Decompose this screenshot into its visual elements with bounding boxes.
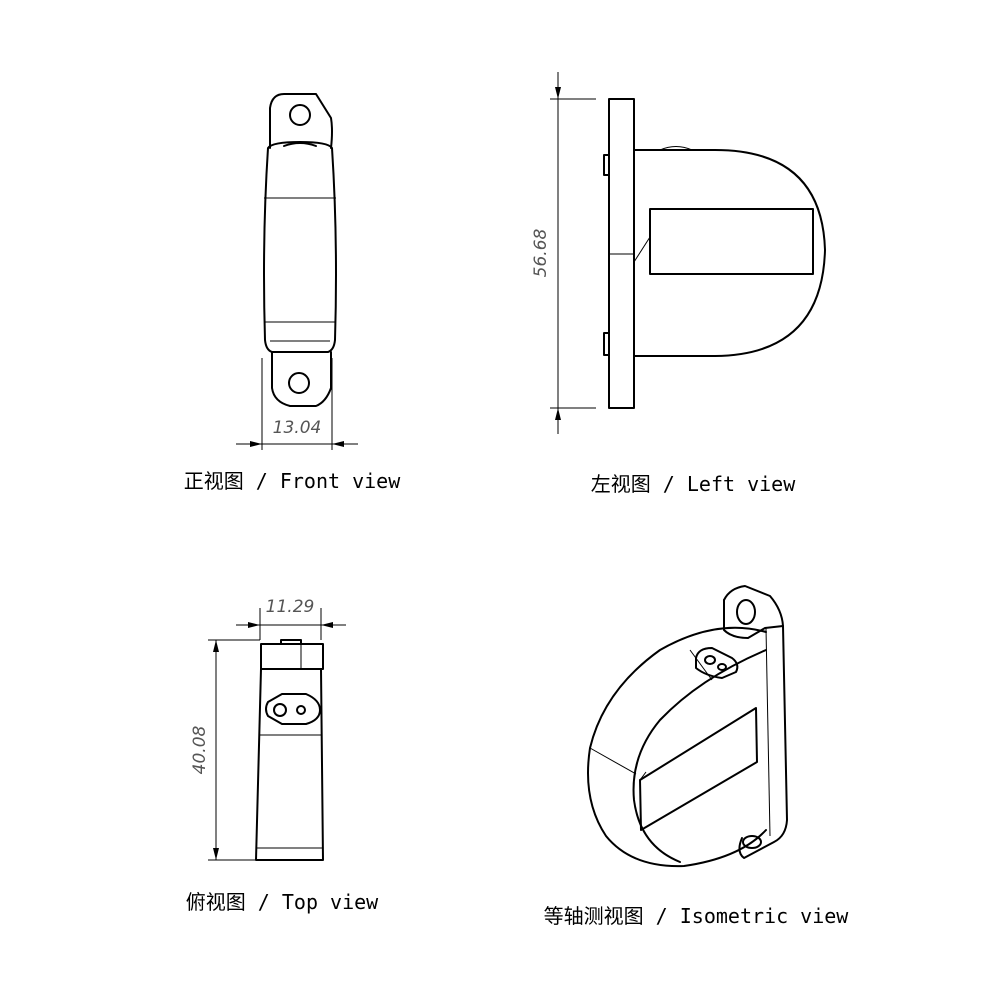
iso-mount-top-edge (723, 599, 784, 639)
top-dimension-height-label: 40.08 (190, 725, 210, 774)
top-dimension-width-label: 11.29 (266, 597, 315, 617)
front-dimension-label: 13.04 (273, 418, 322, 438)
top-dim-arrow-top (213, 640, 219, 652)
isometric-view (587, 585, 788, 868)
top-boss-hole-2 (296, 705, 306, 715)
left-window-edge (633, 236, 651, 263)
front-view: 13.04 (236, 93, 358, 450)
left-top-bump (659, 146, 693, 151)
iso-dome-front (632, 649, 767, 863)
top-dim-arrow-bottom (213, 848, 219, 860)
left-view-caption: 左视图 / Left view (591, 472, 796, 496)
iso-dome-outer (587, 626, 767, 868)
top-boss-hole-1 (273, 703, 287, 717)
left-dim-arrow-bottom (555, 408, 561, 420)
iso-top-boss (695, 647, 739, 679)
isometric-view-caption: 等轴测视图 / Isometric view (544, 904, 850, 928)
front-top-lug (269, 93, 333, 149)
top-cap (260, 643, 324, 670)
iso-window (639, 707, 758, 831)
iso-window-edge (639, 771, 647, 781)
iso-boss-line (689, 649, 713, 681)
left-dim-arrow-top (555, 87, 561, 99)
iso-mount-bottom-hole (742, 835, 762, 849)
top-boss-plate (265, 693, 321, 725)
front-view-caption: 正视图 / Front view (184, 469, 401, 493)
left-view: 56.68 (531, 72, 826, 434)
top-view: 11.29 40.08 (190, 597, 346, 861)
iso-mount-plate (723, 585, 788, 859)
left-window (649, 208, 814, 275)
left-dimension-label: 56.68 (531, 228, 551, 277)
front-dim-arrow-left (250, 441, 262, 447)
front-top-bump (283, 142, 317, 147)
iso-mount-inner-edge (765, 627, 771, 837)
front-dim-arrow-right (332, 441, 344, 447)
top-dim-arrow-right (321, 622, 333, 628)
iso-mount-top-hole (736, 599, 756, 625)
top-dim-arrow-left (248, 622, 260, 628)
iso-side-edge (589, 747, 637, 775)
top-cap-tab (280, 639, 302, 645)
left-flange-tab-bottom (603, 332, 610, 356)
top-body (255, 668, 324, 861)
front-body (263, 141, 337, 353)
left-dome-body (633, 149, 826, 357)
front-bottom-lug (271, 351, 332, 407)
left-flange-tab-top (603, 154, 610, 176)
iso-boss-hole-2 (717, 663, 727, 671)
top-view-caption: 俯视图 / Top view (186, 890, 379, 914)
iso-boss-hole-1 (704, 655, 716, 665)
front-bottom-hole (288, 372, 310, 394)
front-top-hole (289, 104, 311, 126)
